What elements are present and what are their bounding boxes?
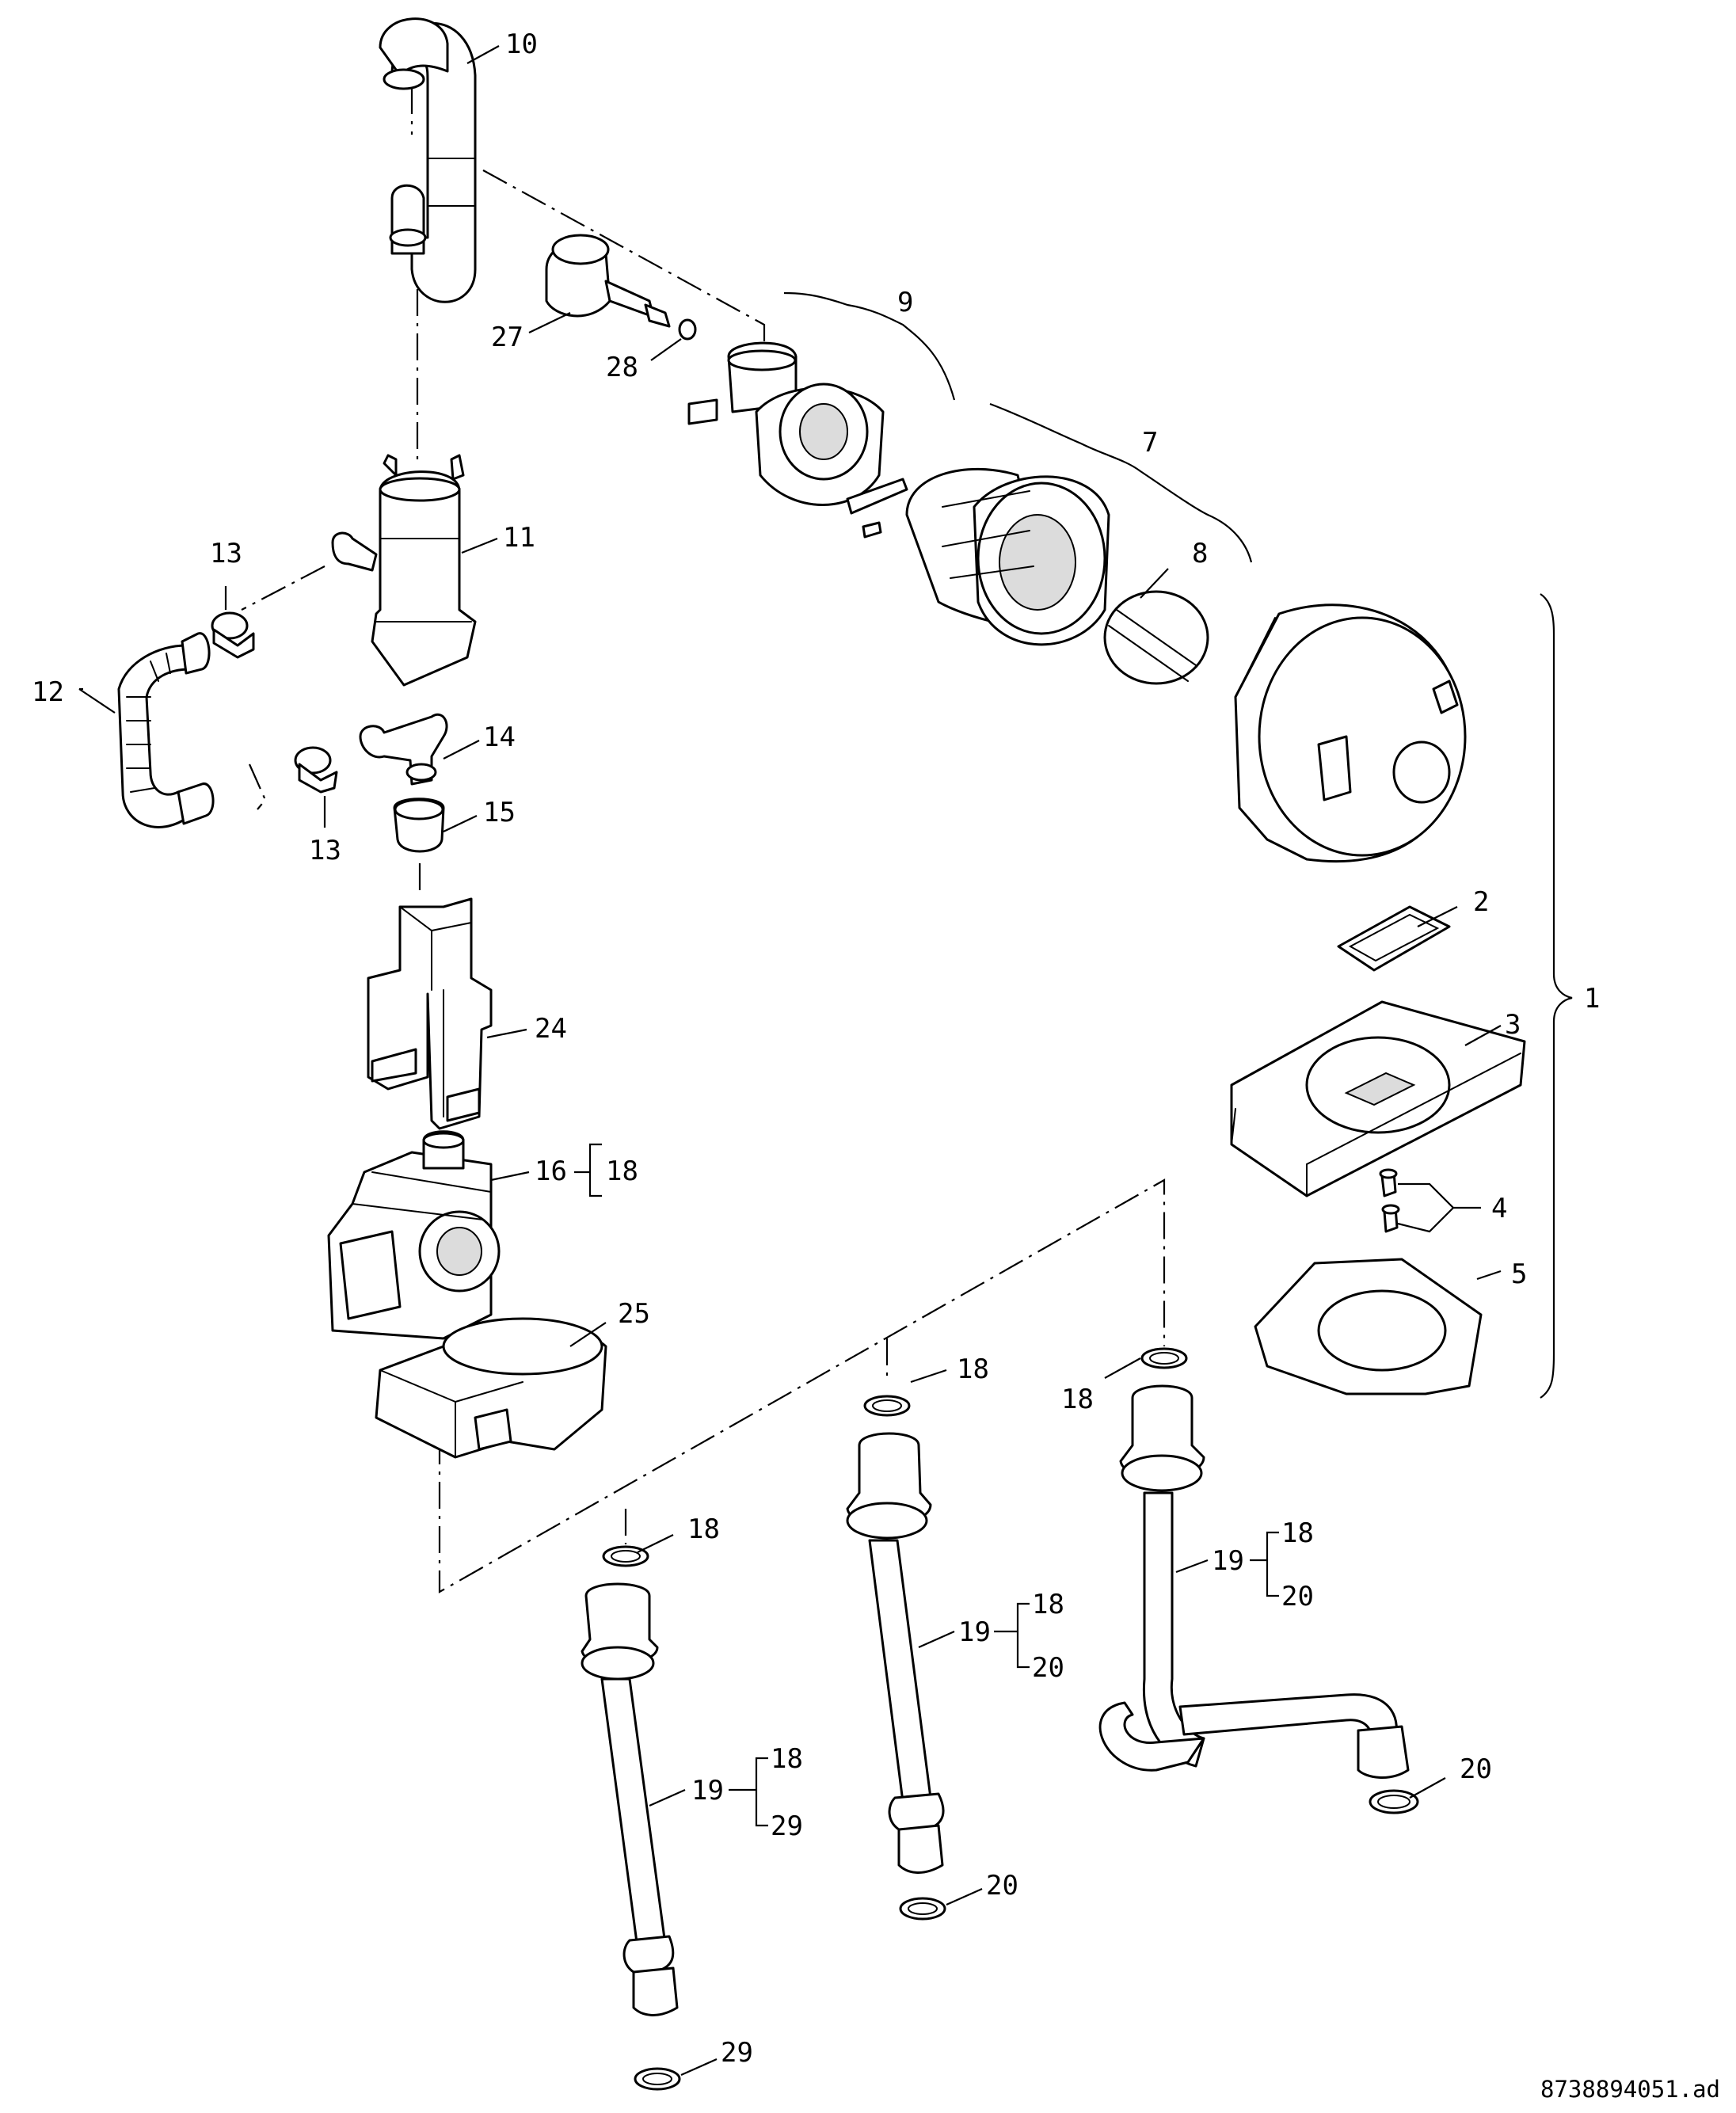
callout-16-ref-18: 18: [606, 1155, 638, 1187]
part-11-siphon: [331, 454, 477, 687]
pipe-19-middle: [846, 1395, 946, 1921]
callout-10: 10: [505, 29, 538, 60]
part-15-fitting: [393, 798, 445, 853]
callout-1: 1: [1584, 983, 1600, 1015]
part-3-plate: [1230, 1000, 1526, 1197]
part-8-disc: [1103, 590, 1209, 685]
part-4-screws: [1379, 1168, 1400, 1233]
callout-13-lower: 13: [309, 835, 341, 866]
callout-12: 12: [32, 676, 64, 708]
pipe-19-left: [581, 1545, 681, 2091]
callout-19-middle-ref-20: 20: [1032, 1652, 1064, 1684]
document-id: 8738894051.ad: [1540, 2076, 1720, 2103]
callout-19-right-ref-20: 20: [1281, 1581, 1314, 1612]
callout-15: 15: [483, 797, 516, 828]
callout-18-left: 18: [687, 1513, 720, 1545]
callout-18-right: 18: [1061, 1384, 1094, 1415]
part-9-mixer-housing: [687, 341, 908, 539]
callout-13-upper: 13: [210, 538, 242, 569]
callout-29: 29: [721, 2037, 753, 2069]
callout-16: 16: [535, 1155, 567, 1187]
part-2-gasket: [1337, 905, 1451, 972]
callout-20-middle: 20: [986, 1870, 1018, 1902]
callout-8: 8: [1192, 538, 1208, 569]
callout-labels: 10 9 27 28 7 8 11 13 12 14 13 15 2 1 3 2…: [32, 29, 1600, 2069]
part-13-clip-lower: [294, 746, 338, 794]
part-12-corrugated-hose: [117, 632, 215, 828]
part-5-gasket-plate: [1254, 1258, 1483, 1395]
part-25-holder: [375, 1317, 607, 1459]
callout-19-middle: 19: [958, 1616, 991, 1648]
callout-20-right: 20: [1460, 1753, 1492, 1785]
pipe-19-right: [1098, 1347, 1419, 1814]
callout-5: 5: [1511, 1258, 1527, 1290]
part-7-burner-shroud: [905, 467, 1110, 646]
part-28-o-ring: [678, 318, 697, 341]
leader-lines: [78, 45, 1502, 2077]
part-16-gas-valve: [327, 1130, 501, 1340]
callout-28: 28: [606, 352, 638, 383]
brace-9: [783, 291, 956, 401]
brace-7: [989, 402, 1253, 563]
brace-1: [1540, 593, 1573, 1399]
part-24-bracket: [367, 897, 493, 1130]
callout-24: 24: [535, 1013, 567, 1045]
callout-14: 14: [483, 721, 516, 753]
callout-2: 2: [1473, 886, 1489, 918]
callout-19-right-ref-18: 18: [1281, 1517, 1314, 1549]
callout-4: 4: [1491, 1193, 1507, 1224]
callout-19-left-ref-29: 29: [771, 1810, 803, 1842]
assembly-axes: [241, 87, 1166, 1593]
callout-9: 9: [897, 287, 913, 318]
callout-19-left-ref-18: 18: [771, 1743, 803, 1775]
part-1-fan-housing: [1234, 603, 1467, 863]
callout-27: 27: [491, 322, 523, 353]
callout-7: 7: [1142, 427, 1158, 459]
callout-18-middle: 18: [957, 1353, 989, 1385]
part-27-valve-body: [545, 234, 671, 328]
callout-25: 25: [618, 1298, 650, 1330]
callout-19-left: 19: [691, 1775, 724, 1807]
callout-11: 11: [503, 522, 535, 554]
callout-19-middle-ref-18: 18: [1032, 1589, 1064, 1620]
part-14-tee: [359, 714, 448, 786]
part-13-clip-upper: [211, 611, 255, 659]
part-10-curved-pipe: [379, 17, 477, 303]
callout-3: 3: [1505, 1009, 1521, 1041]
callout-19-right: 19: [1212, 1545, 1244, 1577]
